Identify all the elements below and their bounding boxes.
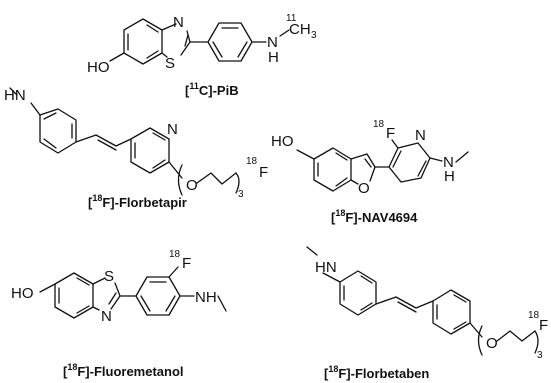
florbetapir-f18-isotope: 18 [246,156,258,167]
pib-s-label: S [165,55,175,72]
florbetaben-name: [18F]-Florbetaben [324,364,429,381]
pib-methyl-subscript: 3 [311,30,317,41]
pib-carbon11-isotope: 11 [286,13,297,24]
fluorometanol-n-label: N [101,308,112,325]
nav4694-furan-o-label: O [358,180,370,197]
florbetaben-structure: HN O 3 18 F [18F]-Florbetaben [306,246,548,381]
nav4694-ho-label: HO [271,133,294,150]
pib-ho-label: HO [87,59,110,76]
florbetapir-structure: HN N O 3 18 F [18F]-Florbetapir [4,87,268,210]
florbetapir-repeat-count: 3 [238,189,244,200]
fluorometanol-ho-label: HO [11,285,34,302]
pib-n-label: N [173,14,184,31]
fluorometanol-nh-label: NH [195,289,217,306]
fluorometanol-name: [18F]-Fluoremetanol [63,362,184,379]
pib-amine-n-label: N [267,34,278,51]
florbetapir-hn-label: HN [4,87,26,104]
florbetaben-f18-isotope: 18 [528,310,540,321]
florbetapir-ether-o-label: O [186,177,198,194]
fluorometanol-f18-isotope: 18 [169,249,181,260]
florbetaben-hn-label: HN [315,259,337,276]
pib-methyl-label: CH [289,21,311,38]
pib-amine-h-label: H [268,49,279,66]
florbetaben-ether-o-label: O [486,335,498,352]
florbetapir-name: [18F]-Florbetapir [88,193,187,210]
nav4694-pyridine-n-label: N [415,127,426,144]
florbetaben-repeat-count: 3 [537,350,543,361]
fluorometanol-fluorine-label: F [182,255,191,272]
nav4694-structure: HO O 18 F N N H [18F]-NAV4694 [271,119,469,225]
pib-structure: HO N S N H 11 CH 3 [11C]-PiB [87,13,317,98]
nav4694-f18-isotope: 18 [373,119,385,130]
florbetapir-fluorine-label: F [259,164,268,181]
nav4694-amine-n-label: N [443,154,454,171]
florbetaben-fluorine-label: F [539,317,548,334]
florbetapir-pyridine-n-label: N [167,121,178,138]
nav4694-fluorine-label: F [386,125,395,142]
nav4694-amine-h-label: H [444,168,455,185]
fluorometanol-s-label: S [104,268,114,285]
fluorometanol-structure: HO S N 18 F NH [18F]-Fluoremetanol [11,249,227,379]
nav4694-name: [18F]-NAV4694 [331,208,418,225]
pib-name: [11C]-PiB [185,81,239,98]
